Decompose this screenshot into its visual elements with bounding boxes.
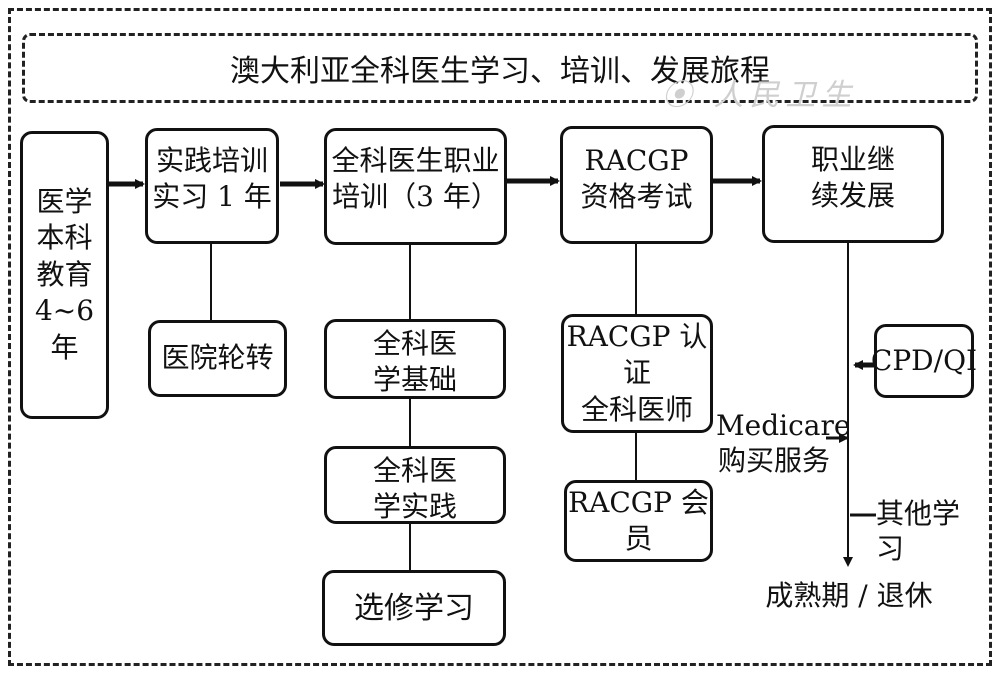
node-foundation: 全科医 学基础 (324, 319, 506, 399)
label-other-learning: 其他学习 (876, 497, 961, 565)
node-gp-training: 全科医生职业 培训（3 年） (324, 128, 507, 245)
node-elective: 选修学习 (322, 570, 506, 646)
node-cpdqi: CPD/QI (870, 324, 978, 398)
node-internship-label: 实践培训 实习 1 年 (152, 144, 272, 214)
node-cpd-label: 职业继 续发展 (810, 143, 895, 213)
node-internship: 实践培训 实习 1 年 (145, 128, 279, 244)
node-member-label: RACGP 会员 (568, 485, 709, 555)
node-rotation: 医院轮转 (148, 320, 287, 397)
node-undergrad-label: 医学 本科 教育 4~6 年 (34, 185, 95, 364)
outer-frame (8, 8, 992, 666)
node-practice-label: 全科医 学实践 (372, 454, 457, 524)
node-practice: 全科医 学实践 (324, 446, 506, 524)
watermark-logo: ⦿ 人民卫生 (662, 78, 858, 113)
node-exam: RACGP 资格考试 (560, 126, 713, 244)
node-cpdqi-label: CPD/QI (870, 343, 978, 377)
title-box: 澳大利亚全科医生学习、培训、发展旅程 (22, 33, 978, 103)
label-medicare: Medicare 购买服务 (716, 409, 851, 477)
label-retire: 成熟期 / 退休 (765, 579, 933, 612)
diagram-title: 澳大利亚全科医生学习、培训、发展旅程 (230, 54, 770, 89)
node-gp-training-label: 全科医生职业 培训（3 年） (331, 144, 500, 214)
node-cpd: 职业继 续发展 (762, 125, 944, 243)
node-rotation-label: 医院轮转 (161, 341, 274, 375)
node-exam-label: RACGP 资格考试 (580, 144, 693, 214)
node-member: RACGP 会员 (564, 480, 713, 562)
node-certified: RACGP 认证 全科医师 (561, 314, 713, 433)
node-elective-label: 选修学习 (354, 590, 474, 626)
node-certified-label: RACGP 认证 全科医师 (566, 319, 708, 426)
node-undergrad: 医学 本科 教育 4~6 年 (20, 131, 109, 419)
node-foundation-label: 全科医 学基础 (372, 327, 457, 397)
